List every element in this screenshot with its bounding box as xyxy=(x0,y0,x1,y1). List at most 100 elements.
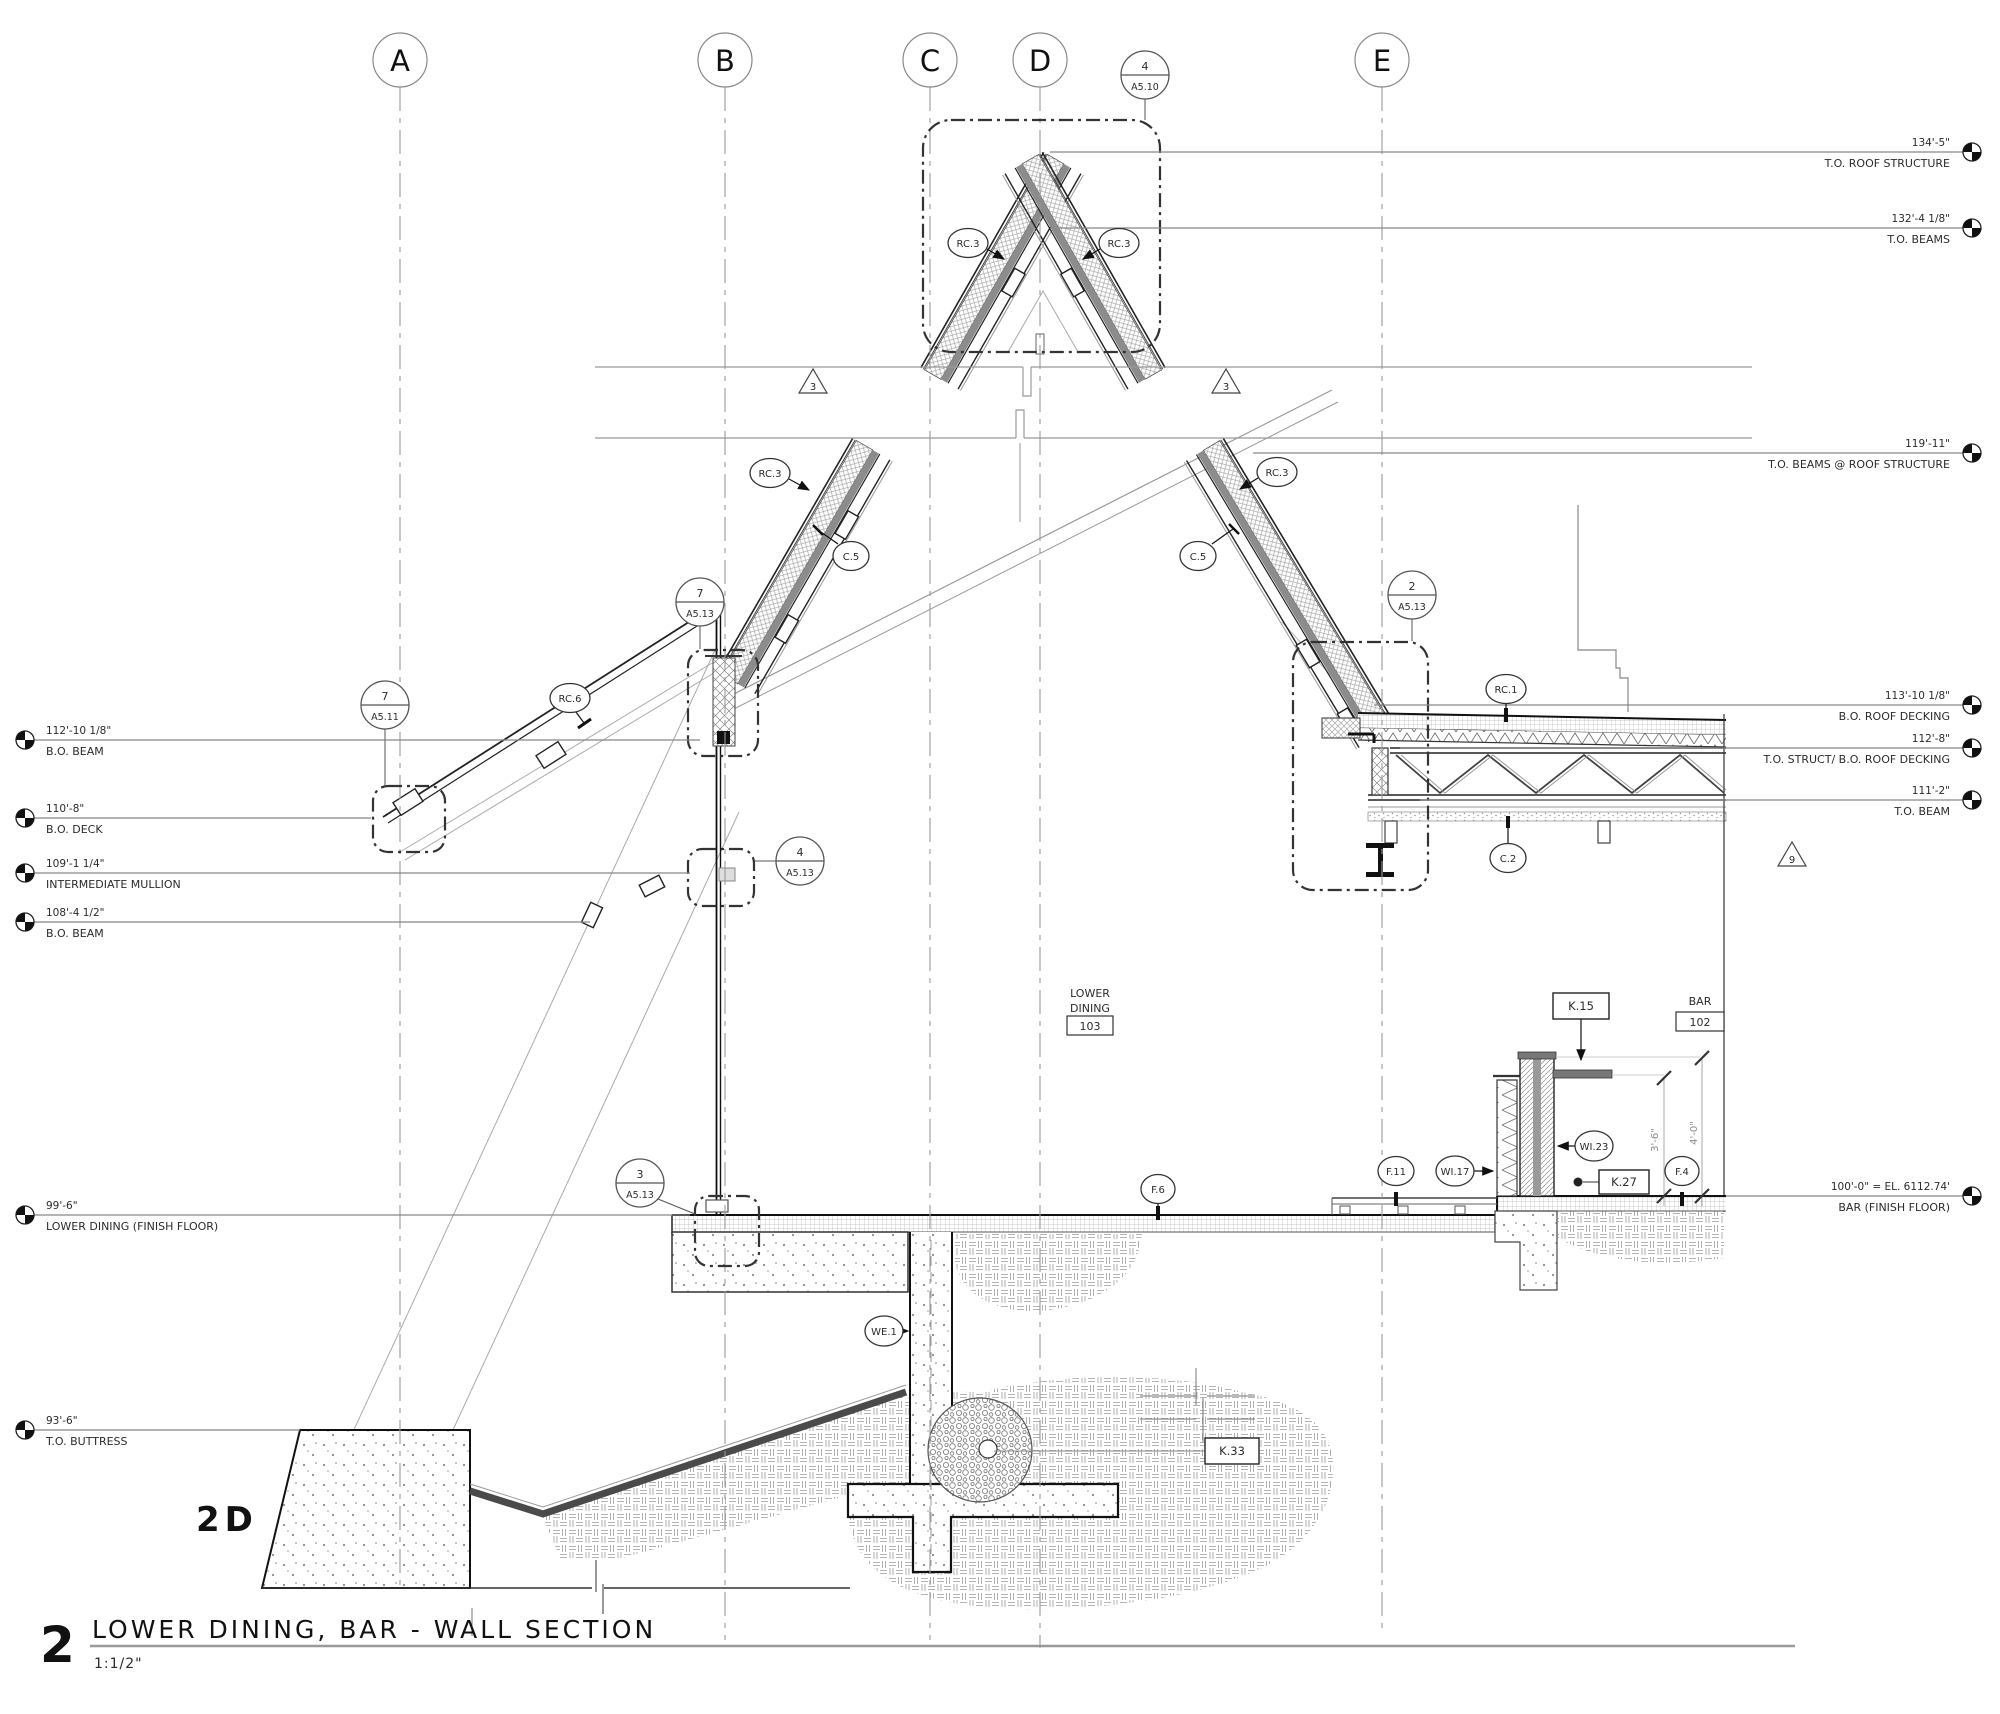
grid-lines xyxy=(399,87,1383,1648)
svg-text:102: 102 xyxy=(1690,1016,1711,1029)
drain-pipe xyxy=(978,1439,998,1459)
callout-number: 4 xyxy=(797,846,804,859)
roof-clip xyxy=(834,509,860,541)
keynote-rc3-mid-left: RC.3 xyxy=(749,457,811,491)
svg-text:K.15: K.15 xyxy=(1568,999,1594,1013)
beam-clip xyxy=(638,874,666,898)
grid-bubble-c: C xyxy=(902,32,958,88)
keynote-f6: F.6 xyxy=(1140,1173,1176,1220)
grid-label-e: E xyxy=(1373,44,1391,78)
detail-box-eave-e xyxy=(1291,640,1430,892)
roof-slope-lower-left xyxy=(717,438,893,696)
svg-text:T.O. ROOF STRUCTURE: T.O. ROOF STRUCTURE xyxy=(1824,157,1950,170)
keynote-k33: K.33 xyxy=(994,1437,1260,1465)
svg-text:INTERMEDIATE MULLION: INTERMEDIATE MULLION xyxy=(46,878,181,891)
svg-text:C.5: C.5 xyxy=(843,552,860,563)
callout-4-a510: 4 A5.10 xyxy=(1120,50,1170,120)
keynote-wi17: WI.17 xyxy=(1435,1155,1495,1187)
footing xyxy=(846,1482,1120,1574)
elevation-bar-ff: 100'-0" = EL. 6112.74' BAR (FINISH FLOOR… xyxy=(1726,1181,1982,1214)
detail-callouts: 4 A5.10 7 A5.13 7 A5.11 4 A5.13 3 A5.13 … xyxy=(360,50,1437,1215)
drawing-scale: 1:1/2" xyxy=(94,1656,143,1672)
bar-counter xyxy=(1552,1069,1613,1079)
svg-text:B.O. ROOF DECKING: B.O. ROOF DECKING xyxy=(1839,710,1950,723)
ceiling-hanger xyxy=(1384,820,1398,844)
keynote-rc1: RC.1 xyxy=(1485,673,1527,722)
slab-edge-footing xyxy=(671,1231,909,1293)
grid-bubble-e: E xyxy=(1354,32,1410,88)
svg-text:RC.3: RC.3 xyxy=(1108,239,1131,250)
truss-webs xyxy=(1395,753,1725,795)
svg-text:F.4: F.4 xyxy=(1675,1167,1689,1178)
grid-bubble-a: A xyxy=(372,32,428,88)
raised-platform xyxy=(1331,1197,1497,1215)
svg-text:112'-8": 112'-8" xyxy=(1912,733,1950,745)
callout-sheet: A5.13 xyxy=(626,1190,654,1201)
svg-text:134'-5": 134'-5" xyxy=(1912,137,1950,149)
svg-text:3: 3 xyxy=(1223,382,1229,393)
callout-7-a513: 7 A5.13 xyxy=(675,577,725,649)
svg-text:RC.3: RC.3 xyxy=(957,239,980,250)
grid-bubble-b: B xyxy=(697,32,753,88)
elevation-lower-dining-ff: 99'-6" LOWER DINING (FINISH FLOOR) xyxy=(15,1200,690,1233)
dim-counter-height: 3'-6" xyxy=(1650,1128,1661,1152)
callout-7-a511: 7 A5.11 xyxy=(360,680,410,785)
svg-text:9: 9 xyxy=(1789,855,1795,866)
svg-text:100'-0" = EL. 6112.74': 100'-0" = EL. 6112.74' xyxy=(1831,1181,1950,1193)
svg-text:119'-11": 119'-11" xyxy=(1905,438,1950,450)
elevations-right: 134'-5" T.O. ROOF STRUCTURE 132'-4 1/8" … xyxy=(1050,137,1982,1214)
eave-angle xyxy=(1348,732,1376,743)
svg-text:RC.3: RC.3 xyxy=(759,469,782,480)
svg-text:K.27: K.27 xyxy=(1611,1175,1637,1189)
svg-text:93'-6": 93'-6" xyxy=(46,1415,78,1427)
ceiling-band xyxy=(1367,811,1727,822)
callout-number: 7 xyxy=(697,587,704,600)
callout-sheet: A5.13 xyxy=(786,868,814,879)
elevation-to-buttress: 93'-6" T.O. BUTTRESS xyxy=(15,1415,300,1448)
svg-text:RC.1: RC.1 xyxy=(1495,685,1518,696)
svg-text:110'-8": 110'-8" xyxy=(46,803,84,815)
flat-roof-assembly xyxy=(1321,712,1727,1212)
keynote-rc3-apex-right: RC.3 xyxy=(1081,227,1140,260)
svg-text:T.O. BEAMS: T.O. BEAMS xyxy=(1886,233,1950,246)
dining-floor-slab xyxy=(671,1214,1497,1234)
callout-sheet: A5.13 xyxy=(1398,602,1426,613)
callout-number: 3 xyxy=(637,1168,644,1181)
wall-insulation xyxy=(1496,1079,1518,1197)
keynote-wi23: WI.23 xyxy=(1556,1130,1614,1162)
elevation-to-beam: 111'-2" T.O. BEAM xyxy=(1420,785,1982,818)
keynote-k15: K.15 xyxy=(1552,992,1610,1062)
grid-bubble-d: D xyxy=(1012,32,1068,88)
keynote-rc3-mid-right: RC.3 xyxy=(1238,456,1298,490)
svg-text:WI.23: WI.23 xyxy=(1580,1142,1609,1153)
roof-slope-apex-right xyxy=(1002,152,1166,391)
roof-clip xyxy=(1059,267,1086,298)
grid-label-b: B xyxy=(715,44,735,78)
callout-2-a513: 2 A5.13 xyxy=(1387,570,1437,641)
truss-end-post xyxy=(1371,747,1389,796)
keynote-f11: F.11 xyxy=(1377,1155,1415,1206)
keynote-c2: C.2 xyxy=(1489,816,1527,874)
svg-text:LOWER DINING (FINISH FLOOR): LOWER DINING (FINISH FLOOR) xyxy=(46,1220,218,1233)
svg-text:BAR: BAR xyxy=(1689,995,1712,1008)
keynote-c5-left: C.5 xyxy=(812,524,870,572)
bar-wall-assembly xyxy=(1493,1051,1700,1197)
drawing-title: LOWER DINING, BAR - WALL SECTION xyxy=(92,1615,656,1644)
grid-label-a: A xyxy=(390,44,410,78)
svg-text:WE.1: WE.1 xyxy=(871,1327,897,1338)
svg-text:BAR (FINISH FLOOR): BAR (FINISH FLOOR) xyxy=(1838,1201,1950,1214)
bar-dimensions: 3'-6" 4'-0" xyxy=(1650,1050,1710,1206)
keynote-f4: F.4 xyxy=(1664,1155,1700,1206)
detail-boxes xyxy=(371,118,1430,1268)
svg-text:F.6: F.6 xyxy=(1151,1185,1165,1196)
svg-text:RC.6: RC.6 xyxy=(559,694,582,705)
glazing-clip xyxy=(535,740,567,770)
grid-bubbles: A B C D E xyxy=(372,32,1410,88)
keynote-rc3-apex-left: RC.3 xyxy=(947,227,1006,260)
bar-wall-footing xyxy=(1494,1210,1558,1291)
callout-number: 2 xyxy=(1409,580,1416,593)
roof-clip xyxy=(1295,638,1321,669)
grid-label-c: C xyxy=(920,44,940,78)
steel-beam-symbol xyxy=(1366,843,1394,877)
elevation-bo-deck: 110'-8" B.O. DECK xyxy=(15,803,371,836)
